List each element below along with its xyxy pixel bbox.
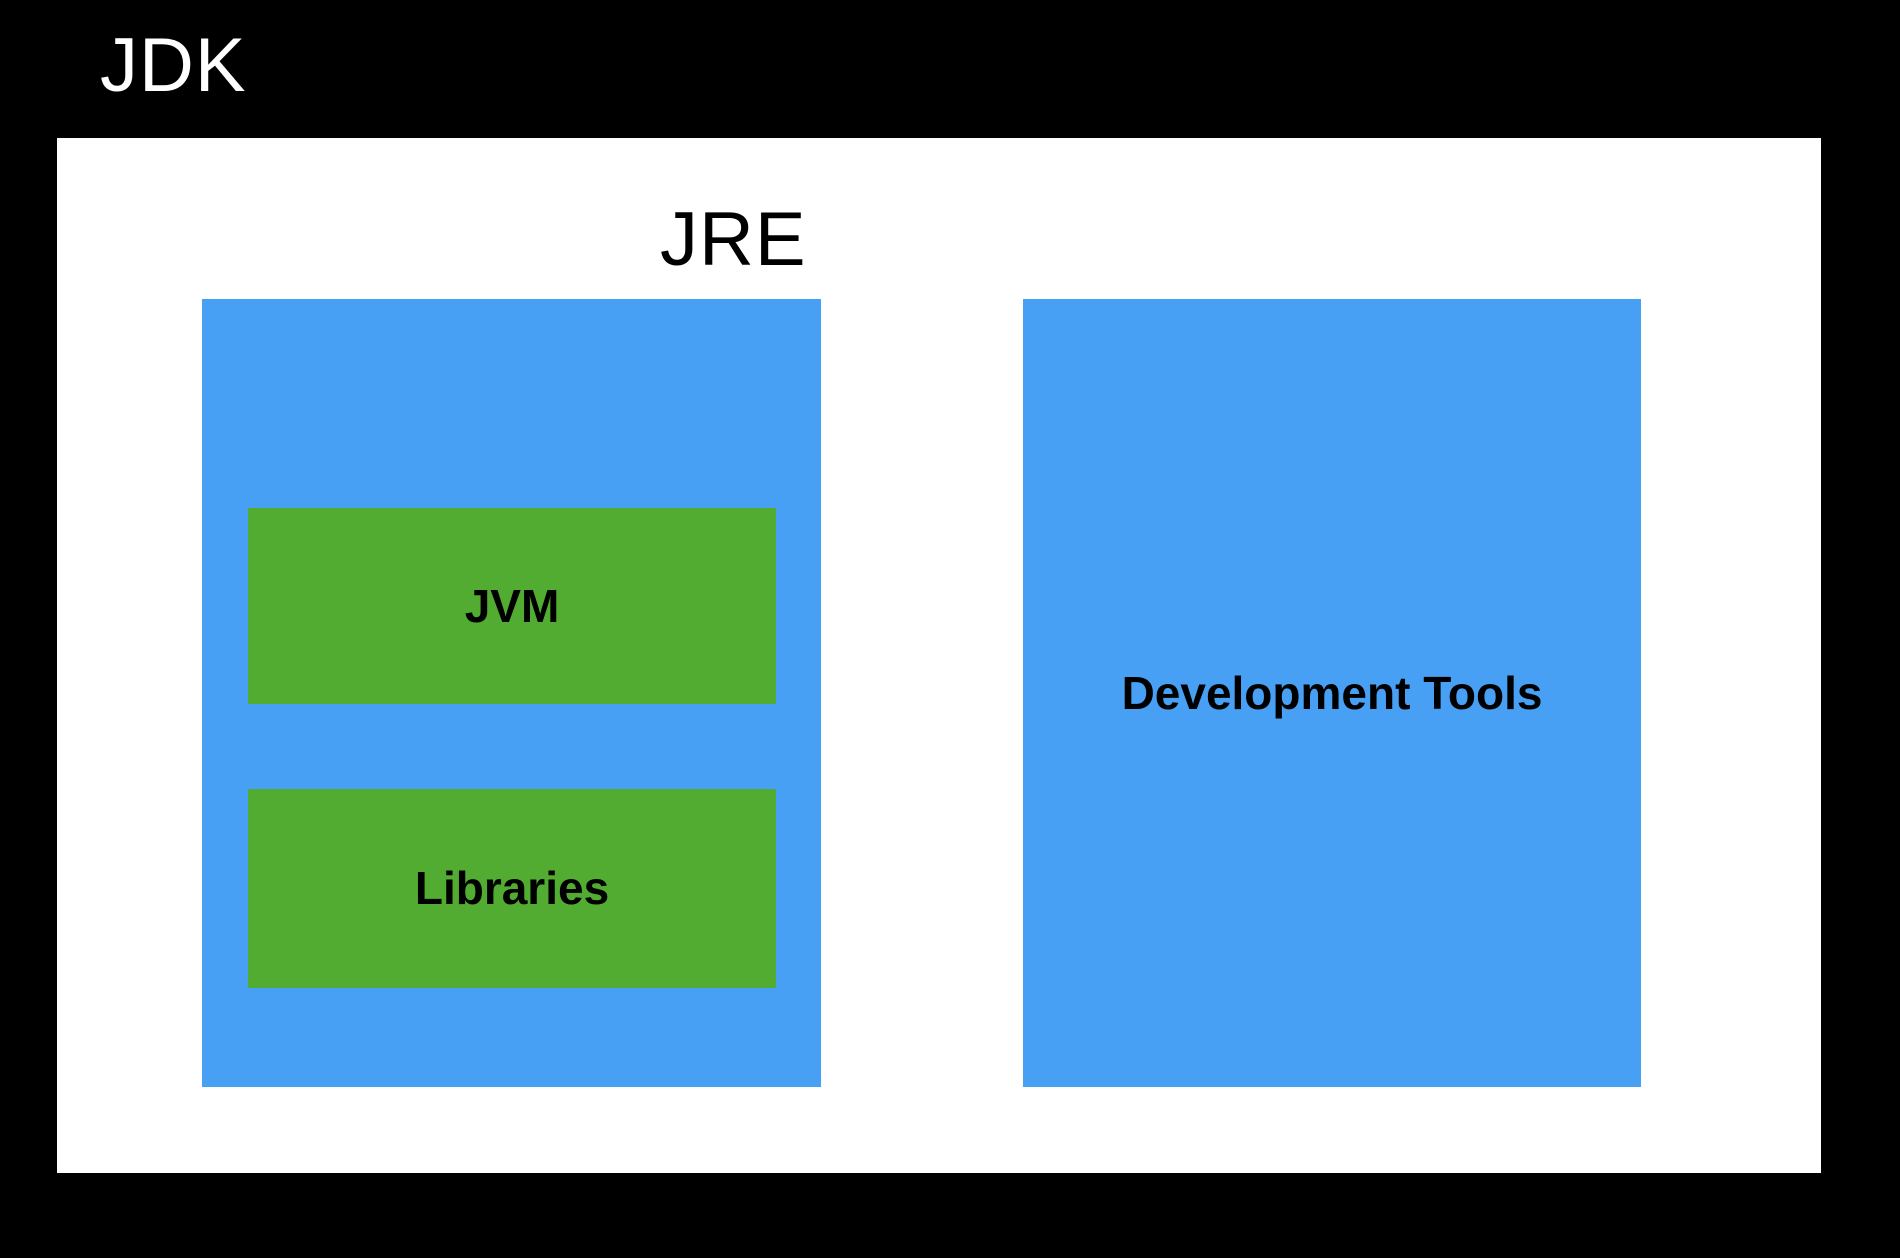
jvm-label: JVM (464, 579, 560, 632)
libraries-label: Libraries (414, 862, 610, 915)
jre-box: JVM Libraries (202, 299, 821, 1087)
jre-title-label: JRE (660, 197, 807, 282)
jvm-box: JVM (248, 508, 776, 704)
jdk-title-label: JDK (100, 23, 247, 108)
jdk-container-box: JRE JVM Libraries Development Tools (57, 138, 1821, 1173)
development-tools-box: Development Tools (1023, 299, 1641, 1087)
development-tools-label: Development Tools (1121, 666, 1543, 719)
libraries-box: Libraries (248, 789, 776, 988)
